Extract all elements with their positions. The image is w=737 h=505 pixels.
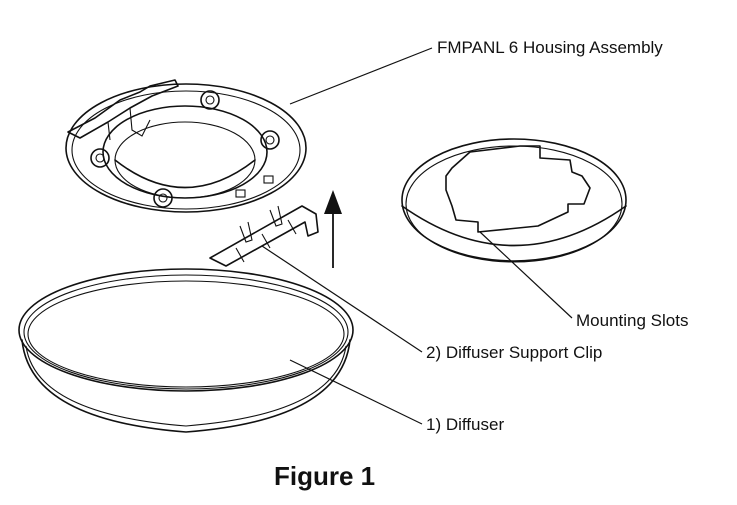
figure-caption: Figure 1 [274,461,376,491]
mounting-trim-ring [401,138,627,263]
label-diffuser-support-clip: 2) Diffuser Support Clip [426,343,603,362]
housing-assembly [65,79,307,213]
housing-screw-bosses [90,90,280,208]
label-diffuser: 1) Diffuser [426,415,505,434]
label-housing-assembly: FMPANL 6 Housing Assembly [437,38,663,57]
label-mounting-slots: Mounting Slots [576,311,689,330]
diffuser-support-clip [209,205,319,267]
mounting-slot-opening [445,145,591,233]
diffuser-lens [18,268,354,433]
leader-lines [261,47,573,425]
install-direction-arrow [324,190,342,268]
